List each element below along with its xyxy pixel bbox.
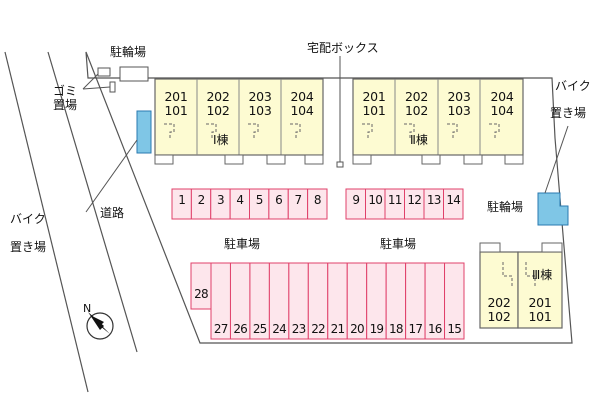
delivery-box [336, 161, 344, 168]
balcony [504, 154, 524, 165]
parking-space-number: 4 [236, 193, 244, 207]
parking-space-number: 6 [275, 193, 283, 207]
parking-space-number: 9 [352, 193, 360, 207]
parking-space-number: 1 [178, 193, 186, 207]
north-label: N [83, 302, 92, 315]
site-boundary [85, 51, 573, 344]
balcony [421, 154, 441, 165]
parking-space-number: 14 [446, 193, 461, 207]
parking-space [307, 188, 328, 220]
parking-space [444, 262, 465, 340]
parking-space-number: 22 [311, 322, 325, 336]
parking-space-number: 27 [213, 322, 228, 336]
balcony [154, 154, 174, 165]
bike-right-leader [544, 125, 569, 194]
delivery-box-label: 宅配ボックス [307, 41, 379, 55]
garbage-area-2 [109, 81, 116, 93]
parking-space-number: 19 [369, 322, 384, 336]
building-1-name: Ⅰ棟 [213, 133, 229, 147]
parking-space-number: 3 [217, 193, 225, 207]
parking-space-number: 20 [350, 322, 364, 336]
balcony [224, 154, 244, 165]
parking-space-number: 12 [407, 193, 422, 207]
bicycle-parking-right-label: 駐輪場 [487, 200, 524, 214]
parking-space-number: 24 [272, 322, 286, 336]
parking-spaces [171, 188, 465, 340]
garbage-area-1 [97, 67, 111, 77]
parking-space-number: 13 [426, 193, 441, 207]
parking-space-number: 5 [255, 193, 264, 207]
parking-right-label: 駐車場 [380, 237, 417, 251]
parking-space-number: 23 [291, 322, 306, 336]
parking-space-number: 25 [252, 322, 267, 336]
parking-space-number: 17 [408, 322, 423, 336]
building-3-unit-right [517, 251, 563, 329]
road-label: 道路 [100, 206, 125, 220]
parking-space-number: 11 [387, 193, 402, 207]
garbage-leader-1 [82, 73, 99, 90]
parking-space-number: 21 [330, 322, 345, 336]
balcony [463, 154, 483, 165]
bicycle-parking-top [119, 66, 149, 82]
bike-area-right [537, 192, 569, 226]
garbage-label: ゴミ 置場 [53, 84, 78, 112]
parking-left-label: 駐車場 [224, 237, 261, 251]
parking-space-number: 2 [197, 193, 206, 207]
balcony [266, 154, 286, 165]
parking-space-number: 18 [389, 322, 403, 336]
balcony [304, 154, 324, 165]
balcony [479, 242, 501, 253]
parking-space [443, 188, 464, 220]
bike-right-label-2: 置き場 [550, 106, 587, 120]
bike-left-leader [85, 139, 138, 213]
bike-left-label-1: バイク [10, 212, 46, 226]
bicycle-parking-top-label: 駐輪場 [110, 45, 147, 59]
north-arrow [86, 312, 114, 340]
road-edge-outer [4, 51, 89, 393]
building-2-name: Ⅱ棟 [410, 133, 428, 147]
garbage-leader-2 [82, 86, 111, 90]
parking-space-number: 15 [447, 322, 462, 336]
parking-space-number: 26 [233, 322, 248, 336]
bike-right-label-1: バイク [555, 79, 591, 93]
bike-left-label-2: 置き場 [10, 240, 47, 254]
balcony [541, 242, 563, 253]
parking-space-number: 10 [368, 193, 383, 207]
parking-space-number: 16 [427, 322, 442, 336]
parking-space [190, 262, 212, 310]
balcony [352, 154, 372, 165]
parking-space-number: 28 [194, 287, 208, 301]
bike-area-left [136, 110, 152, 154]
parking-space-number: 7 [294, 193, 303, 207]
parking-space-number: 8 [313, 193, 322, 207]
building-3-name: Ⅲ棟 [532, 268, 553, 282]
